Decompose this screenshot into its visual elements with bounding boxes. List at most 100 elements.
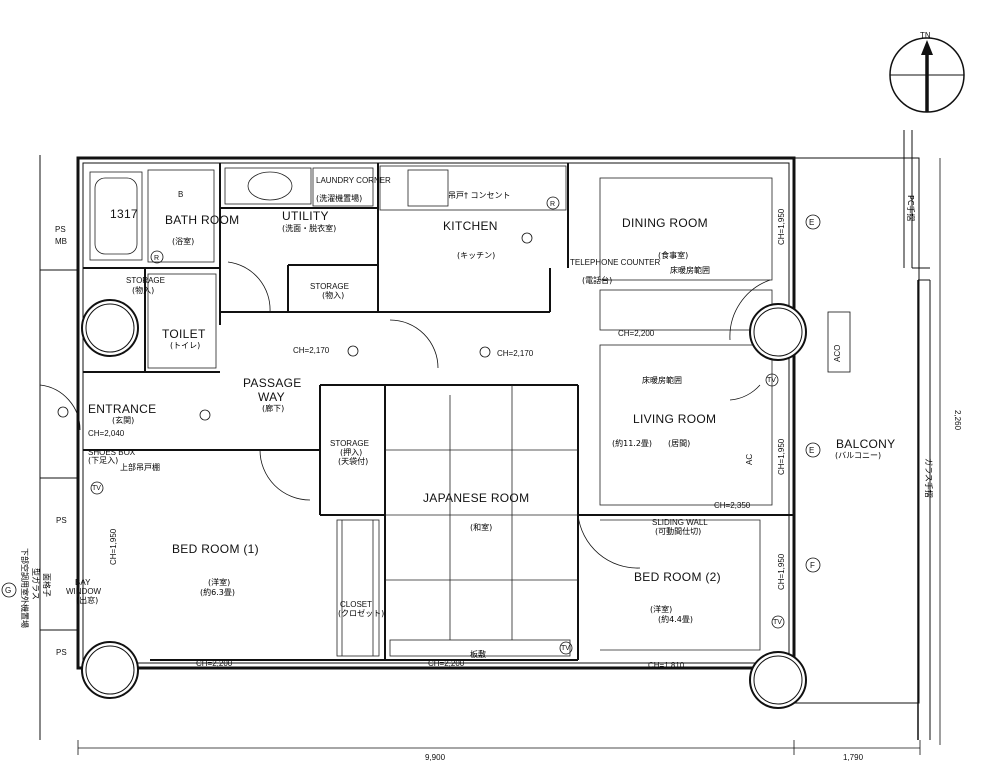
r-marks (150, 196, 560, 264)
bath-mark: B (178, 190, 183, 199)
dimensions (77, 158, 941, 755)
tv-symbol-3: TV (773, 619, 782, 626)
ch-entrance: CH=2,040 (88, 429, 125, 438)
detail-lines (89, 165, 773, 657)
storage-toilet-sub: (物入) (132, 285, 154, 295)
room-labels: 1317 B BATH ROOM (浴室) LAUNDRY CORNER (洗濯… (66, 176, 895, 659)
bath-tub-code: 1317 (110, 207, 138, 221)
utility-name: UTILITY (282, 209, 329, 223)
passage-sub: (廊下) (262, 403, 284, 413)
japanese-name: JAPANESE ROOM (423, 491, 529, 505)
ps-bottom: PS (56, 648, 67, 657)
dim-width-main: 9,900 (425, 753, 446, 762)
grid-mark-e1: E (809, 218, 814, 227)
bay-window-name-1: BAY (75, 578, 91, 587)
dining-sub: (食事室) (658, 250, 688, 260)
bay-window-sub: (出窓) (76, 595, 98, 605)
side-labels: PS MB PS PS PC手摺 ガラス手摺 下部空調用室外機置場 面格子 型ガ… (20, 195, 934, 657)
ch-living-bottom: CH=2,350 (714, 501, 751, 510)
japanese-sub: (和室) (470, 522, 492, 532)
shoes-box-sub: (下足入) (88, 456, 118, 465)
left-note-2: 面格子 (42, 573, 52, 597)
storage-japanese-sub2: (天袋付) (338, 456, 368, 466)
storage-utility-name: STORAGE (310, 282, 349, 291)
bedroom1-sub2: (約6.3畳) (200, 587, 235, 597)
laundry-sub: (洗濯機置場) (316, 193, 362, 203)
r-mark-1: R (154, 255, 159, 262)
living-name: LIVING ROOM (633, 412, 716, 426)
toilet-sub: (トイレ) (170, 341, 200, 350)
kitchen-name: KITCHEN (443, 219, 498, 233)
grid-mark-g: G (5, 586, 11, 595)
structural-columns (81, 299, 807, 709)
shoes-box-name: SHOES BOX (88, 448, 136, 457)
dining-floor-heating: 床暖房範囲 (670, 265, 710, 275)
floor-board: 板敷 (470, 649, 486, 659)
dim-height-balcony: 2,260 (953, 410, 962, 431)
balcony-name: BALCONY (836, 437, 895, 451)
bathroom-sub: (浴室) (172, 236, 194, 246)
dining-name: DINING ROOM (622, 216, 708, 230)
ch-living-vertical: CH=1,950 (777, 438, 786, 475)
bedroom2-sub2: (約4.4畳) (658, 614, 693, 624)
living-sub1: (約11.2畳) (612, 438, 652, 448)
ceiling-heights: CH=2,170 CH=2,170 CH=2,200 CH=2,040 CH=2… (88, 208, 786, 670)
outlet-note: 吊戸† コンセント (448, 191, 511, 200)
ch-passage-left: CH=2,170 (293, 346, 330, 355)
grid-mark-f: F (810, 561, 815, 570)
mb-label: MB (55, 237, 67, 246)
door-swings (39, 261, 771, 569)
compass-label: TN (920, 31, 931, 40)
storage-japanese-name: STORAGE (330, 439, 369, 448)
laundry-name: LAUNDRY CORNER (316, 176, 391, 185)
living-sub2: (居間) (668, 439, 690, 448)
glass-handrail: ガラス手摺 (924, 458, 934, 498)
passage-name-1: PASSAGE (243, 376, 302, 390)
aco-label: ACO (833, 345, 842, 362)
living-floor-heating: 床暖房範囲 (642, 375, 682, 385)
ch-dining: CH=2,200 (618, 329, 655, 338)
grid-marks (1, 214, 821, 598)
tv-symbol-1: TV (92, 485, 101, 492)
ch-bedroom1-bottom: CH=2,200 (196, 659, 233, 668)
ch-bedroom1-vertical: CH=1,950 (109, 528, 118, 565)
telephone-sub: (電話台) (582, 275, 612, 285)
ps-mid: PS (56, 516, 67, 525)
dim-width-balcony: 1,790 (843, 753, 864, 762)
toilet-name: TOILET (162, 327, 206, 341)
ps-top: PS (55, 225, 66, 234)
closet-sub: (クロゼット) (338, 608, 384, 618)
compass-north-arrow: TN (889, 31, 965, 113)
entrance-name: ENTRANCE (88, 402, 156, 416)
light-fixtures (57, 232, 533, 421)
grid-mark-e2: E (809, 446, 814, 455)
left-note-3: 型ガラス (31, 568, 41, 600)
ch-bedroom2-vertical: CH=1,950 (777, 553, 786, 590)
bedroom2-name: BED ROOM (2) (634, 570, 721, 584)
tv-symbol-4: TV (767, 377, 776, 384)
bedroom1-name: BED ROOM (1) (172, 542, 259, 556)
cabinet-note: 上部吊戸棚 (120, 462, 160, 472)
telephone-name: TELEPHONE COUNTER (570, 258, 660, 267)
sliding-wall-sub: (可動間仕切) (655, 526, 701, 536)
outer-walls (39, 130, 931, 740)
ch-passage-right: CH=2,170 (497, 349, 534, 358)
bathroom-name: BATH ROOM (165, 213, 239, 227)
pc-handrail: PC手摺 (906, 195, 916, 221)
ch-dining-vertical: CH=1,950 (777, 208, 786, 245)
ch-bedroom2-bottom: CH=1,810 (648, 661, 685, 670)
utility-sub: (洗面・脱衣室) (282, 223, 336, 233)
tv-outlets (90, 373, 785, 655)
tv-symbol-2: TV (561, 645, 570, 652)
bedroom1-sub1: (洋室) (208, 577, 230, 587)
closet-name: CLOSET (340, 600, 372, 609)
storage-japanese-sub1: (押入) (340, 447, 362, 457)
left-note-1: 下部空調用室外機置場 (20, 548, 30, 628)
bedroom2-sub1: (洋室) (650, 604, 672, 614)
kitchen-sub: (キッチン) (457, 251, 495, 260)
ch-japanese-bottom: CH=2,200 (428, 659, 465, 668)
bay-window-name-2: WINDOW (66, 587, 102, 596)
r-mark-2: R (550, 201, 555, 208)
interior-walls (83, 163, 794, 661)
